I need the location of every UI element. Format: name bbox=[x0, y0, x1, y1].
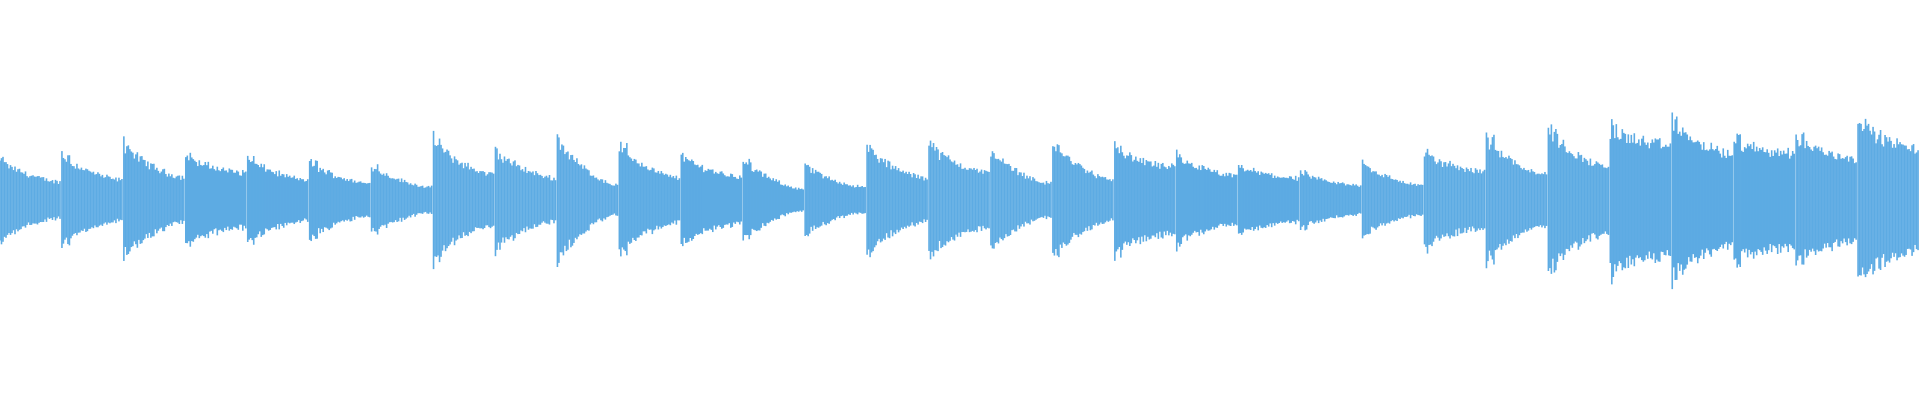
waveform-bars bbox=[0, 112, 1919, 290]
